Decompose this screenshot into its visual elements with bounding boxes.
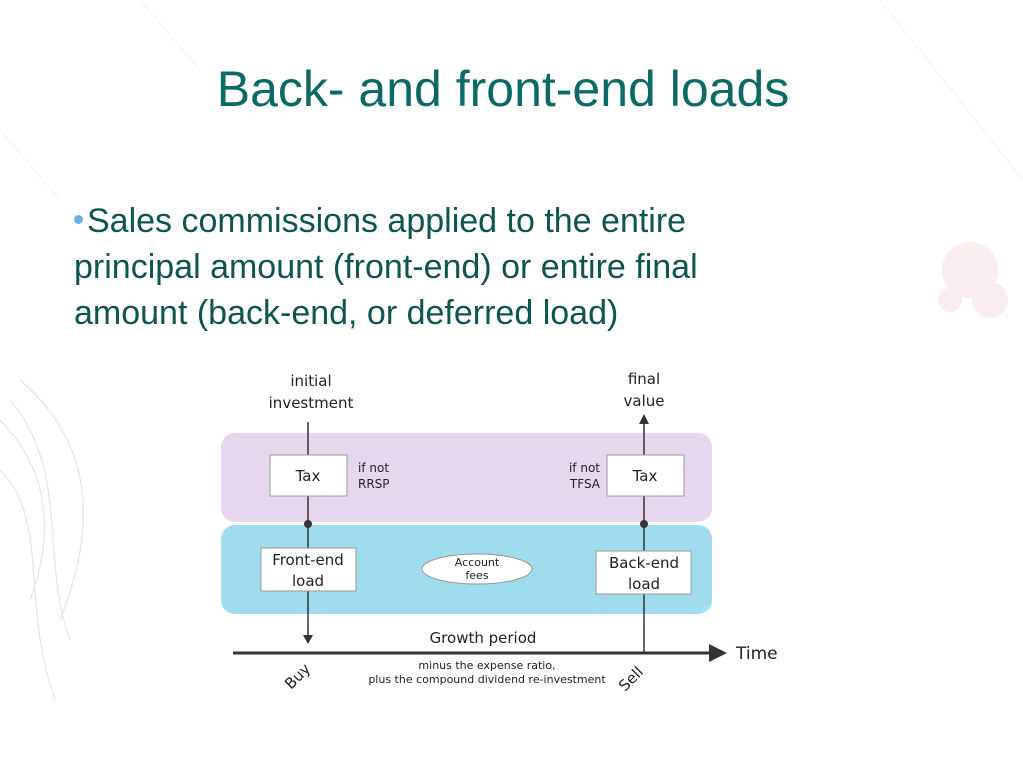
time-label: Time xyxy=(735,644,778,664)
tax-right-label: Tax xyxy=(632,467,658,485)
final-value-label-1: final xyxy=(628,370,660,388)
back-end-load-box xyxy=(595,550,692,595)
slide-title: Back- and front-end loads xyxy=(216,61,790,117)
if-not-rrsp-label-2: RRSP xyxy=(358,477,390,491)
back-end-load-label-2: load xyxy=(628,575,660,593)
back-end-load-label-1: Back-end xyxy=(609,554,679,572)
buy-arrowhead-icon xyxy=(303,635,313,644)
if-not-tfsa-label-1: if not xyxy=(569,461,600,475)
expense-note-line-1: minus the expense ratio, xyxy=(418,659,555,672)
expense-note-line-2: plus the compound dividend re-investment xyxy=(368,673,606,686)
tax-box-left xyxy=(269,454,348,497)
if-not-rrsp-label-1: if not xyxy=(358,461,389,475)
growth-period-label: Growth period xyxy=(430,629,537,647)
tax-left-label: Tax xyxy=(295,467,321,485)
sell-junction-dot xyxy=(640,520,648,528)
final-value-label-2: value xyxy=(624,392,665,410)
timeline-arrowhead-icon xyxy=(709,644,727,662)
account-fees-ellipse xyxy=(421,553,533,585)
tax-box-right xyxy=(606,454,685,497)
initial-investment-label-2: investment xyxy=(269,394,354,412)
loads-diagram-svg: initial investment final value Tax Tax i… xyxy=(221,370,801,700)
bullet-point: Sales commissions applied to the entire … xyxy=(74,198,874,336)
bullet-dot-icon xyxy=(74,215,83,224)
buy-junction-dot xyxy=(304,520,312,528)
loads-diagram: initial investment final value Tax Tax i… xyxy=(221,370,801,700)
bullet-line-3: amount (back-end, or deferred load) xyxy=(74,294,619,332)
if-not-tfsa-label-2: TFSA xyxy=(569,477,601,491)
initial-investment-label-1: initial xyxy=(290,372,331,390)
account-fees-label-2: fees xyxy=(465,569,488,582)
front-end-load-box xyxy=(260,547,357,592)
front-end-load-label-1: Front-end xyxy=(272,551,344,569)
bullet-line-2: principal amount (front-end) or entire f… xyxy=(74,248,698,286)
bullet-line-1: Sales commissions applied to the entire xyxy=(87,202,687,240)
final-value-arrowhead-icon xyxy=(639,414,649,424)
front-end-load-label-2: load xyxy=(292,572,324,590)
account-fees-label-1: Account xyxy=(455,556,500,569)
